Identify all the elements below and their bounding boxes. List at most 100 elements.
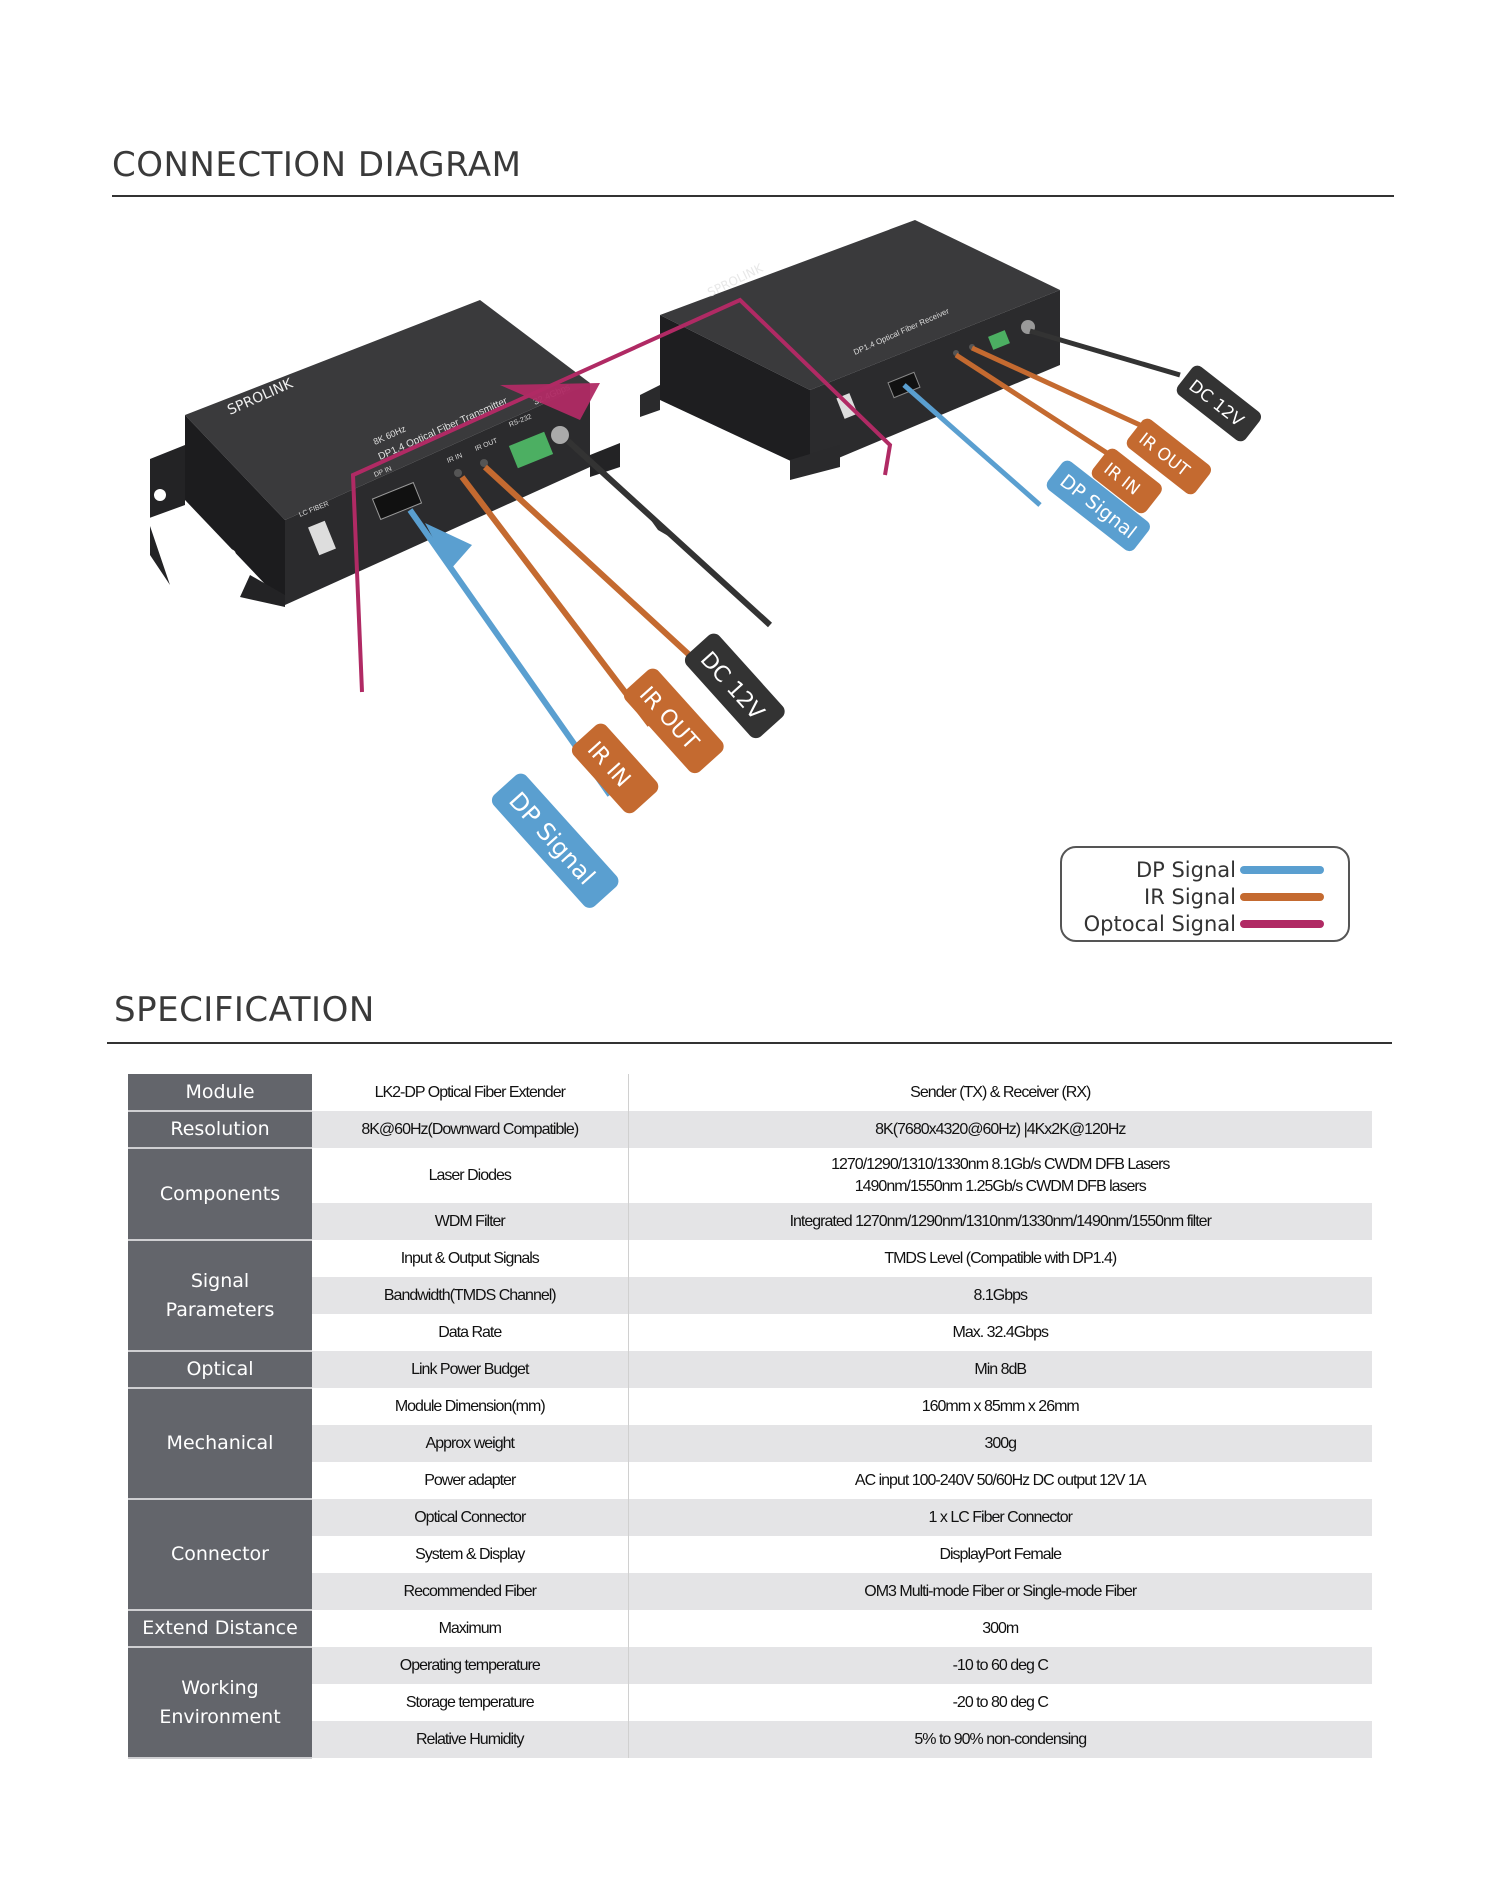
ir-in-cable-right (954, 352, 1112, 458)
dc-cable-left (565, 438, 773, 628)
legend-item-optical: Optocal Signal (1062, 910, 1324, 937)
legend-item-ir: IR Signal (1062, 883, 1324, 910)
table-row: Recommended Fiber OM3 Multi-mode Fiber o… (128, 1573, 1372, 1610)
table-row: Signal Parameters Input & Output Signals… (128, 1240, 1372, 1352)
row-label-resolution: Resolution (128, 1111, 312, 1149)
row-label-mechanical: Mechanical (128, 1388, 312, 1500)
dimension-value: 160mm x 85mm x 26mm (921, 1397, 1080, 1415)
io-signals-value: TMDS Level (Compatible with DP1.4) (884, 1249, 1117, 1267)
power-adapter-value: AC input 100-240V 50/60Hz DC output 12V … (854, 1471, 1147, 1489)
table-row: Relative Humidity 5% to 90% non-condensi… (128, 1721, 1372, 1758)
legend-label-ir: IR Signal (1144, 884, 1236, 909)
signal-label-line-1: Signal (190, 1269, 250, 1292)
environment-label-line-2: Environment (159, 1705, 281, 1728)
weight-value: 300g (628, 1425, 1372, 1462)
storage-temp-param: Storage temperature (312, 1684, 629, 1721)
recommended-fiber-param: Recommended Fiber (312, 1573, 629, 1610)
table-row: Components Laser Diodes 1270/1290/1310/1… (128, 1148, 1372, 1241)
system-display-param: System & Display (312, 1536, 629, 1573)
maximum-param: Maximum (312, 1610, 629, 1647)
humidity-value: 5% to 90% non-condensing (628, 1721, 1372, 1758)
row-label-optical: Optical (128, 1351, 312, 1389)
optical-arrow (500, 383, 600, 420)
receiver-device: SPROLINK DP1.4 Optical Fiber Receiver (640, 220, 1060, 480)
signal-legend: DP Signal IR Signal Optocal Signal (1060, 846, 1350, 942)
tag-dc-right: DC 12V (1176, 365, 1262, 442)
laser-diodes-value-line-2: 1490nm/1550nm 1.25Gb/s CWDM DFB lasers (854, 1177, 1147, 1195)
transmitter-rs232-port (508, 431, 554, 469)
transmitter-dc-port (551, 426, 569, 444)
optical-fiber-line (350, 297, 893, 693)
svg-text:DP Signal: DP Signal (503, 787, 600, 891)
signal-label-line-2: Parameters (165, 1298, 275, 1321)
data-rate-value: Max. 32.4Gbps (952, 1323, 1050, 1341)
resolution-param: 8K@60Hz(Downward Compatible) (312, 1111, 629, 1148)
row-label-extend-distance: Extend Distance (128, 1610, 312, 1648)
legend-label-dp: DP Signal (1135, 857, 1236, 882)
table-row: WDM Filter Integrated 1270nm/1290nm/1310… (128, 1203, 1372, 1240)
wdm-filter-value: Integrated 1270nm/1290nm/1310nm/1330nm/1… (628, 1203, 1372, 1240)
dimension-param: Module Dimension(mm) (312, 1388, 629, 1425)
specification-title: SPECIFICATION (114, 990, 375, 1030)
table-row: Power adapter AC input 100-240V 50/60Hz … (128, 1462, 1372, 1499)
tag-ir-in-left: IR IN (571, 723, 659, 814)
dc-cable-right (1029, 328, 1181, 378)
weight-param: Approx weight (312, 1425, 629, 1462)
legend-swatch-ir (1240, 892, 1324, 901)
transmitter-lc-port (308, 520, 336, 556)
recommended-fiber-value: OM3 Multi-mode Fiber or Single-mode Fibe… (628, 1573, 1372, 1610)
operating-temp-value: -10 to 60 deg C (628, 1647, 1372, 1684)
system-display-value: DisplayPort Female (939, 1545, 1062, 1563)
ir-out-cable-right (970, 345, 1142, 428)
dp-cable-right (902, 383, 1042, 507)
module-name: LK2-DP Optical Fiber Extender (312, 1074, 629, 1111)
data-rate-param: Data Rate (312, 1314, 629, 1351)
table-row: System & Display DisplayPort Female (128, 1536, 1372, 1573)
row-label-components: Components (128, 1148, 312, 1241)
connection-title-rule (112, 195, 1394, 197)
resolution-value: 8K(7680x4320@60Hz) |4Kx2K@120Hz (628, 1111, 1372, 1148)
legend-item-dp: DP Signal (1062, 856, 1324, 883)
laser-diodes-value-line-1: 1270/1290/1310/1330nm 8.1Gb/s CWDM DFB L… (831, 1155, 1170, 1173)
transmitter-device: SPROLINK DP1.4 Optical Fiber Transmitter… (150, 300, 620, 607)
connection-diagram: SPROLINK DP1.4 Optical Fiber Receiver SP… (150, 220, 1262, 908)
table-row: Extend Distance Maximum 300m (128, 1610, 1372, 1648)
row-label-connector: Connector (128, 1499, 312, 1611)
table-row: Storage temperature -20 to 80 deg C (128, 1684, 1372, 1721)
table-row: Module LK2-DP Optical Fiber Extender Sen… (128, 1074, 1372, 1112)
table-row: Data Rate Max. 32.4Gbps (128, 1314, 1372, 1351)
table-row: Optical Link Power Budget Min 8dB (128, 1351, 1372, 1389)
bandwidth-value: 8.1Gbps (628, 1277, 1372, 1314)
tag-dp-signal-left: DP Signal (491, 773, 619, 908)
link-power-param: Link Power Budget (312, 1351, 629, 1388)
row-label-signal-parameters: Signal Parameters (128, 1240, 312, 1352)
ir-out-cable-left (482, 464, 725, 688)
legend-label-optical: Optocal Signal (1083, 911, 1236, 936)
legend-swatch-dp (1240, 865, 1324, 874)
table-row: Working Environment Operating temperatur… (128, 1647, 1372, 1759)
optical-connector-param: Optical Connector (312, 1499, 629, 1536)
receiver-rs232-port (988, 330, 1010, 350)
maximum-value: 300m (982, 1619, 1019, 1637)
legend-swatch-optical (1240, 919, 1324, 928)
ir-in-cable-left (459, 475, 653, 727)
operating-temp-param: Operating temperature (312, 1647, 629, 1684)
connection-diagram-title: CONNECTION DIAGRAM (112, 145, 522, 185)
row-label-module: Module (128, 1074, 312, 1112)
table-row: Mechanical Module Dimension(mm) 160mm x … (128, 1388, 1372, 1500)
environment-label-line-1: Working (181, 1676, 259, 1699)
table-row: Approx weight 300g (128, 1425, 1372, 1462)
link-power-value: Min 8dB (628, 1351, 1372, 1388)
table-row: Resolution 8K@60Hz(Downward Compatible) … (128, 1111, 1372, 1149)
transmitter-dp-port (371, 481, 423, 521)
io-signals-param: Input & Output Signals (312, 1240, 629, 1277)
specification-table: Module LK2-DP Optical Fiber Extender Sen… (128, 1074, 1372, 1759)
storage-temp-value: -20 to 80 deg C (952, 1693, 1049, 1711)
row-label-working-environment: Working Environment (128, 1647, 312, 1759)
optical-connector-value: 1 x LC Fiber Connector (628, 1499, 1372, 1536)
specification-title-rule (107, 1042, 1392, 1044)
module-scope: Sender (TX) & Receiver (RX) (910, 1083, 1091, 1101)
laser-diodes-param: Laser Diodes (312, 1148, 629, 1203)
wdm-filter-param: WDM Filter (312, 1203, 629, 1240)
power-adapter-param: Power adapter (312, 1462, 629, 1499)
